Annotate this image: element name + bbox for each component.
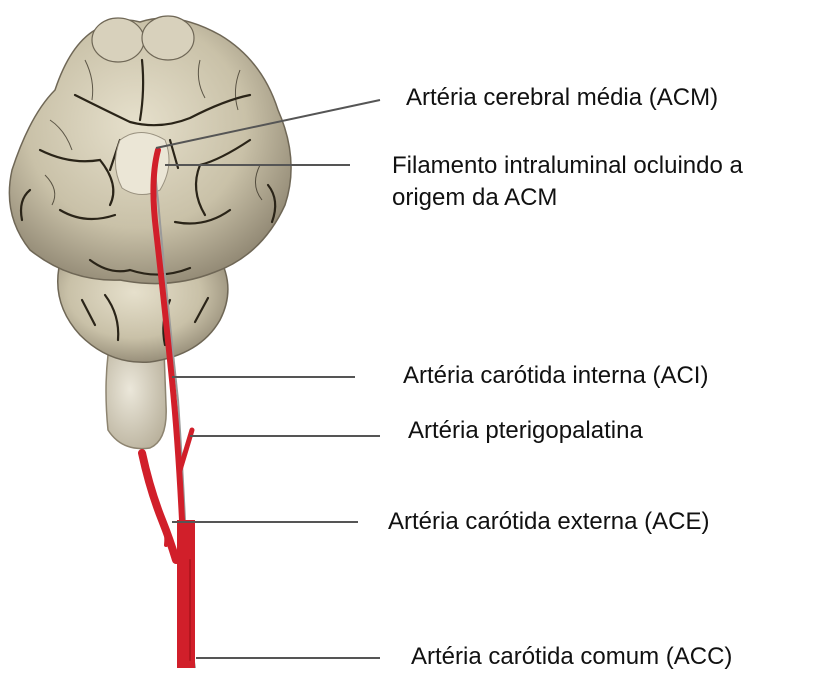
label-acm: Artéria cerebral média (ACM) xyxy=(406,82,718,114)
olfactory-bulb-right xyxy=(142,16,194,60)
ventral-area xyxy=(115,133,169,195)
label-filament-line1: Filamento intraluminal ocluindo a xyxy=(392,150,822,182)
label-aci: Artéria carótida interna (ACI) xyxy=(403,360,708,392)
label-filament-line2: origem da ACM xyxy=(392,182,822,214)
label-pterigopalatina: Artéria pterigopalatina xyxy=(408,415,643,447)
label-filament: Filamento intraluminal ocluindo a origem… xyxy=(392,150,822,214)
external-carotid-artery xyxy=(142,453,176,560)
label-ace: Artéria carótida externa (ACE) xyxy=(388,506,709,538)
brainstem xyxy=(106,350,166,449)
label-acc: Artéria carótida comum (ACC) xyxy=(411,641,732,673)
olfactory-bulb-left xyxy=(92,18,144,62)
rat-brain-illustration xyxy=(9,16,291,449)
